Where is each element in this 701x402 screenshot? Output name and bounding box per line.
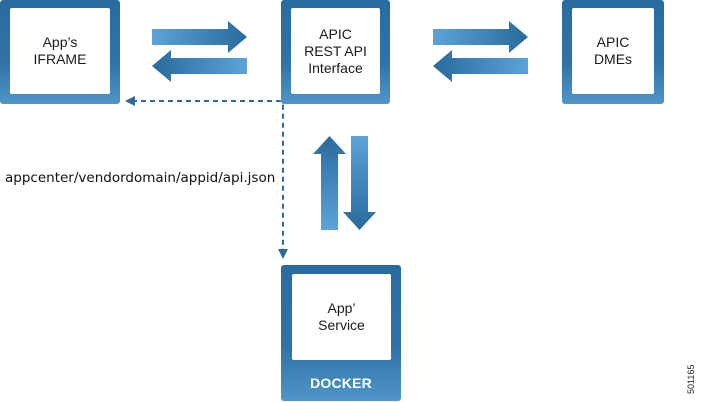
node-apic-dmes-line2: DMEs (593, 51, 633, 67)
arrow-right-api-to-dmes (433, 21, 528, 53)
dashed-arrowhead-down-icon (278, 249, 288, 259)
node-apic-dmes-line1: APIC (596, 34, 630, 50)
docker-label: DOCKER (310, 375, 372, 391)
node-app-iframe-body: App’s IFRAME (10, 8, 110, 94)
dashed-connector (132, 100, 284, 252)
dashed-arrowhead-left-icon (125, 96, 135, 106)
node-app-service-line2: Service (318, 317, 365, 333)
node-apic-rest-api-line1: APIC (319, 25, 352, 42)
arrow-up-service-to-api (313, 136, 346, 230)
node-app-service-body: App’ Service (292, 274, 391, 360)
node-docker-container: App’ Service DOCKER (281, 265, 401, 401)
node-apic-dmes: APIC DMEs (562, 0, 664, 104)
node-apic-rest-api-line3: Interface (308, 59, 363, 76)
arrow-down-api-to-service (343, 136, 376, 230)
node-apic-dmes-body: APIC DMEs (572, 8, 654, 94)
node-app-iframe: App’s IFRAME (0, 0, 120, 104)
api-path-label: appcenter/vendordomain/appid/api.json (5, 170, 276, 186)
node-app-iframe-line1: App’s (42, 34, 78, 50)
arrow-right-iframe-to-api (152, 21, 247, 53)
figure-id: 501165 (686, 364, 696, 394)
node-apic-rest-api-line2: REST API (304, 42, 367, 59)
node-apic-rest-api: APIC REST API Interface (281, 0, 390, 104)
arrow-left-dmes-to-api (433, 50, 528, 82)
node-app-service-line1: App’ (327, 300, 356, 316)
arrow-left-api-to-iframe (152, 50, 247, 82)
node-apic-rest-api-body: APIC REST API Interface (291, 8, 380, 94)
node-app-iframe-line2: IFRAME (33, 51, 87, 67)
